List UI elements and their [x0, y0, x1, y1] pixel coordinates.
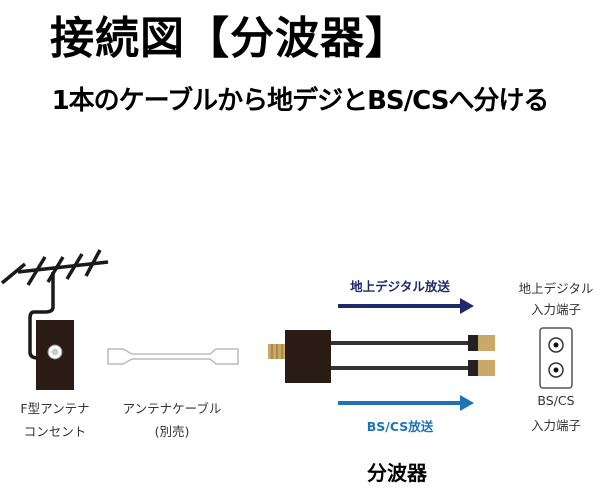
bscs-arrow	[338, 395, 474, 411]
bscs-broadcast-label: BS/CS放送	[366, 419, 434, 434]
cable-label: アンテナケーブル	[122, 401, 222, 416]
terrestrial-arrow	[338, 298, 474, 314]
outlet-label-2: コンセント	[23, 424, 87, 439]
terrestrial-input-label: 地上デジタル	[518, 281, 594, 296]
terrestrial-input-label-2: 入力端子	[530, 302, 582, 317]
page-subtitle: 1本のケーブルから地デジとBS/CSへ分ける	[51, 86, 550, 116]
antenna-icon	[0, 249, 109, 360]
input-terminal-panel	[539, 327, 573, 389]
terrestrial-broadcast-label: 地上デジタル放送	[350, 279, 450, 294]
page-title: 接続図【分波器】	[50, 13, 410, 64]
antenna-cable	[107, 348, 239, 365]
splitter-label: 分波器	[367, 461, 427, 485]
splitter-device	[268, 330, 495, 383]
bscs-input-label: BS/CS	[537, 393, 575, 408]
outlet-label: F型アンテナ	[20, 401, 90, 416]
bscs-input-label-2: 入力端子	[530, 418, 582, 433]
f-type-outlet	[36, 320, 74, 390]
cable-note: (別売)	[154, 424, 190, 439]
